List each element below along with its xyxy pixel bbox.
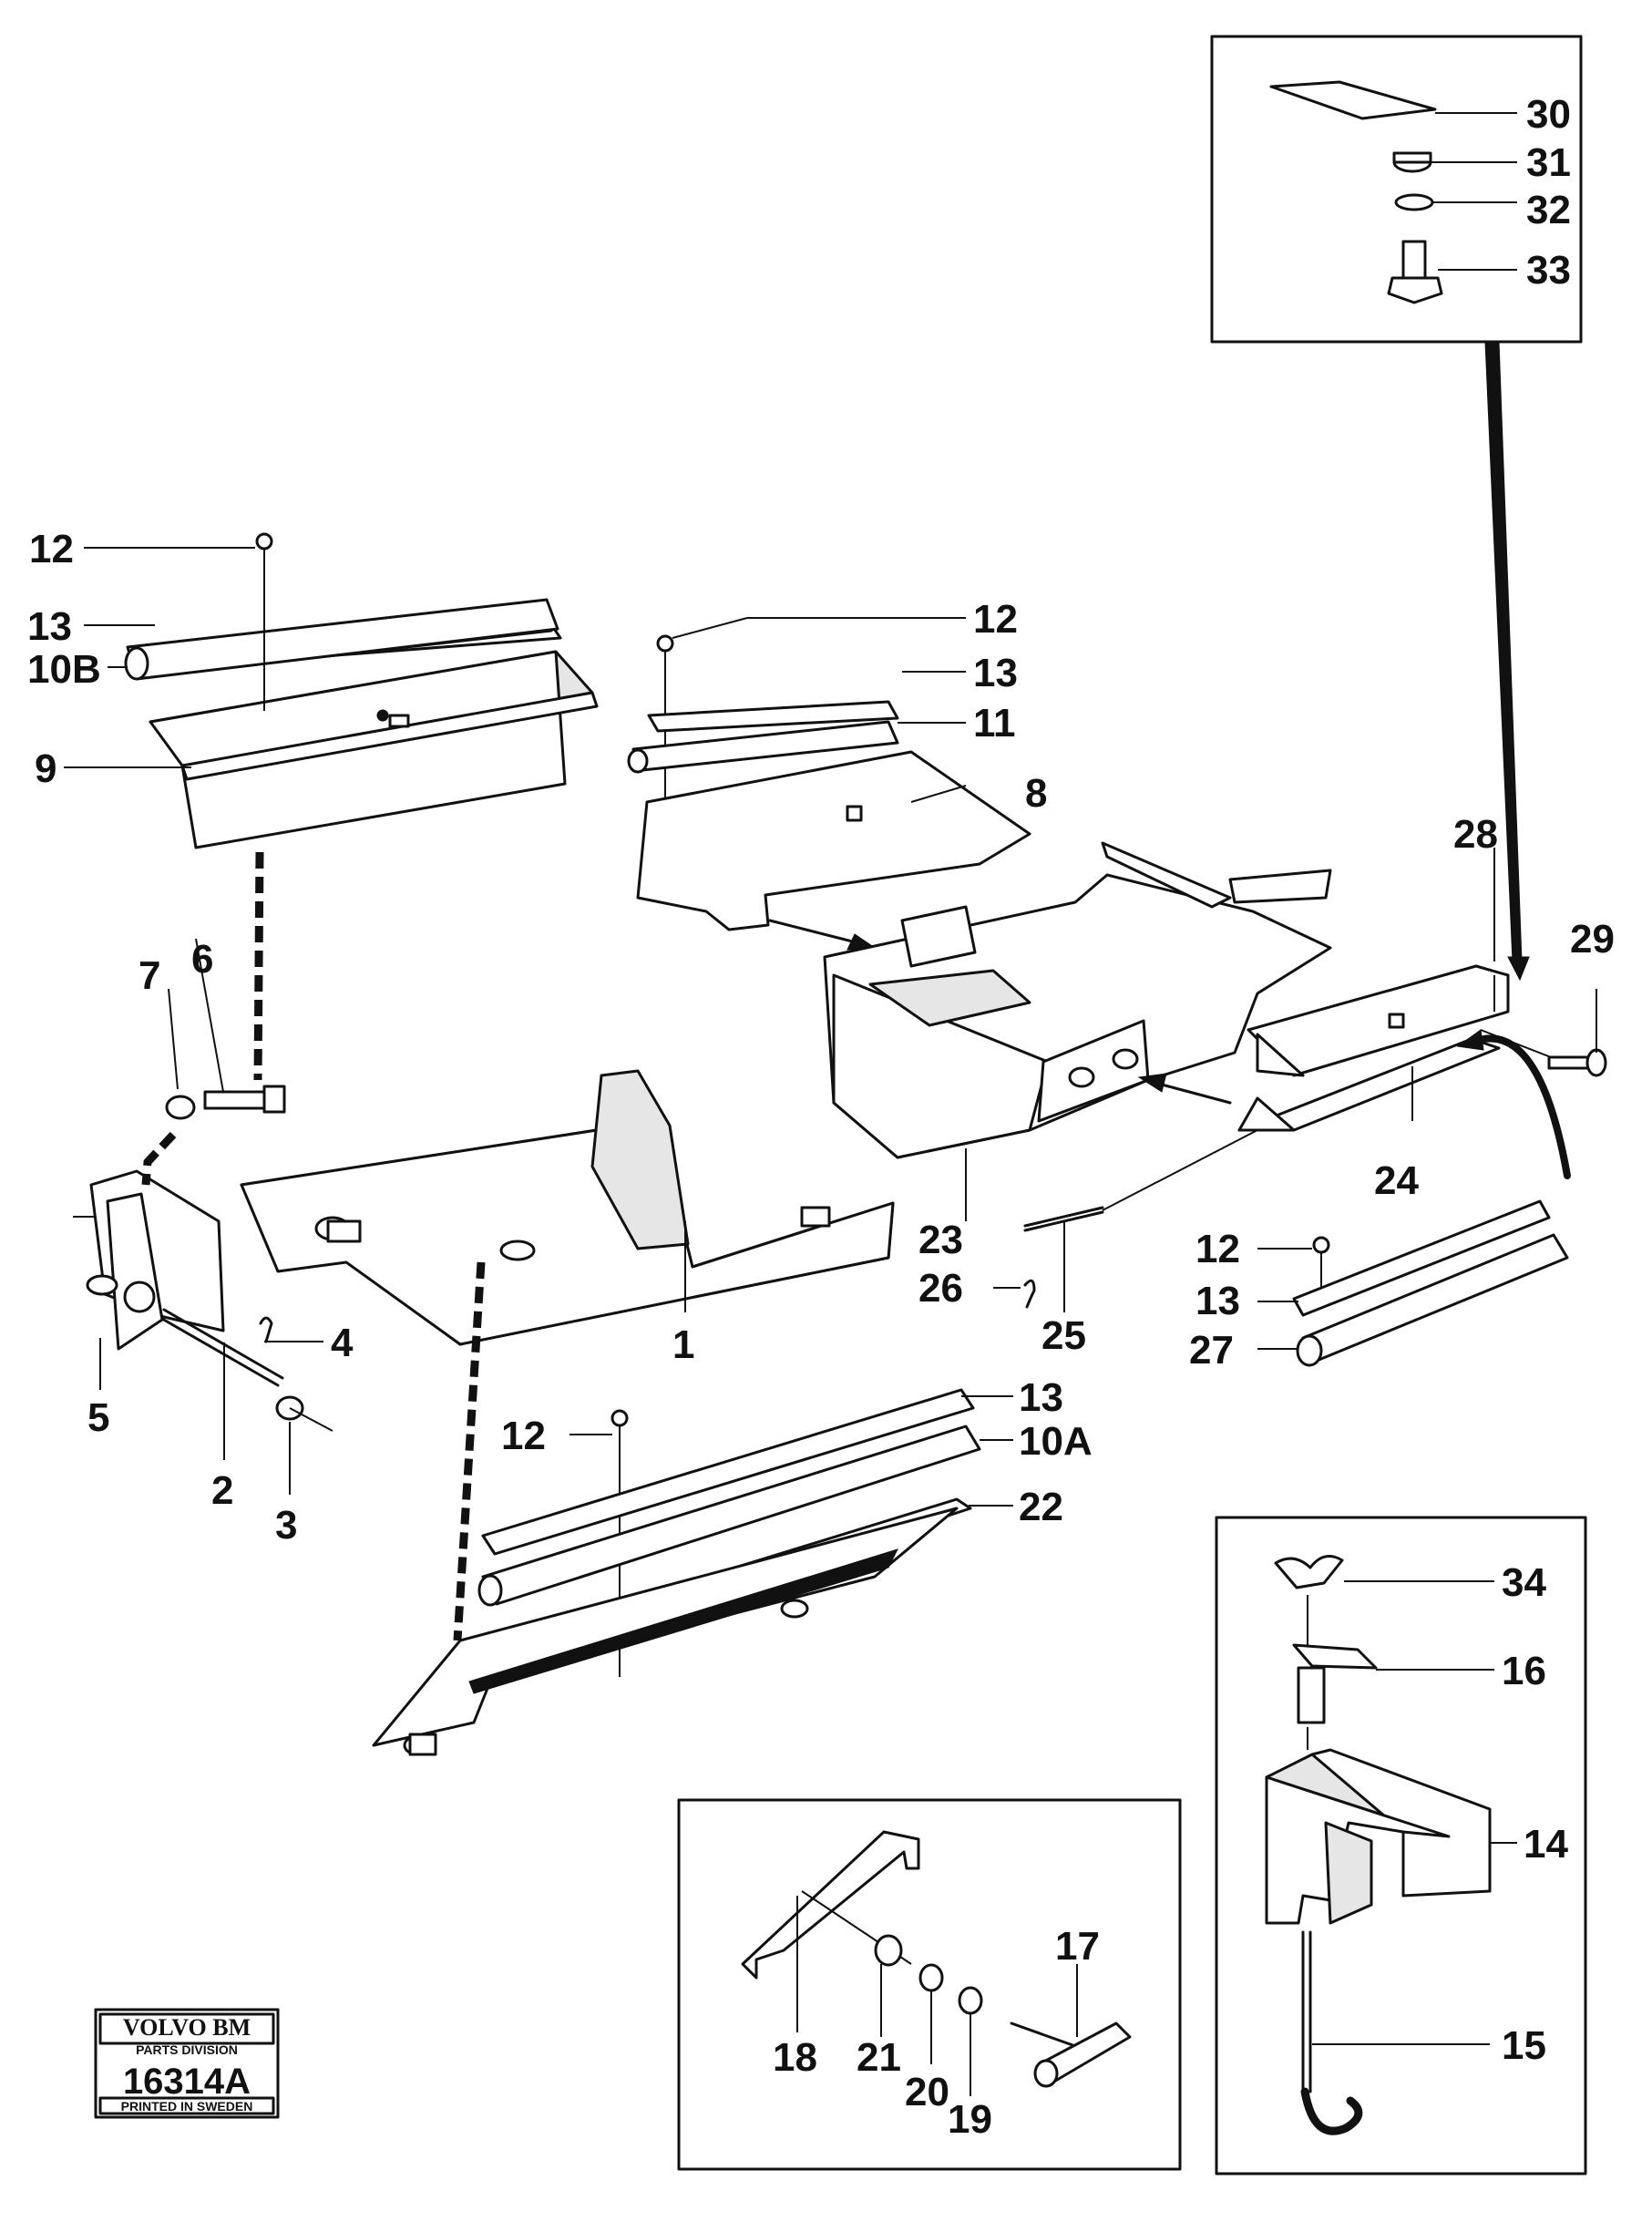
callout-15: 15	[1502, 2023, 1546, 2068]
part-13-strip-mid	[647, 700, 899, 733]
inset-pin-assembly	[677, 1798, 1182, 2171]
part-8-panel	[636, 750, 1031, 931]
logo-frame	[94, 2008, 280, 2119]
callout-1: 1	[672, 1322, 694, 1367]
inset-frame-bottom	[677, 1798, 1182, 2171]
panel-9-assembly	[64, 532, 599, 849]
hinge-assembly	[73, 851, 486, 1641]
part-20-washer	[918, 1963, 944, 1992]
part-16-clamp	[1292, 1643, 1378, 1670]
callout-28: 28	[1453, 812, 1498, 857]
callout-13: 13	[27, 604, 72, 649]
callout-31: 31	[1526, 140, 1571, 185]
pin-25-26	[993, 1129, 1258, 1312]
callout-labels: 12 13 10B 9 12 13 11 8 28 29 24 30 31 32…	[27, 92, 1615, 2142]
callout-19: 19	[948, 2097, 992, 2142]
part-13-strip-bottom	[481, 1388, 975, 1556]
callout-20: 20	[905, 2070, 949, 2114]
callout-13: 13	[1019, 1375, 1063, 1420]
callout-7: 7	[139, 953, 160, 998]
part-1-housing	[240, 1069, 895, 1346]
callout-9: 9	[35, 746, 56, 791]
part-18-lever	[741, 1830, 920, 1980]
callout-12: 12	[29, 527, 74, 571]
callout-23: 23	[918, 1218, 963, 1262]
callout-4: 4	[331, 1321, 354, 1365]
part-28-24	[1237, 848, 1607, 1179]
callout-27: 27	[1189, 1328, 1234, 1373]
callout-12: 12	[973, 597, 1018, 642]
inset-frame-right	[1215, 1516, 1587, 2175]
part-25-pin	[1023, 1206, 1104, 1228]
part-26-split-pin	[1023, 1279, 1036, 1309]
part-22-assembly	[372, 1388, 1013, 1756]
callout-16: 16	[1502, 1649, 1546, 1693]
callout-17: 17	[1055, 1924, 1100, 1969]
part-21-bushing	[874, 1934, 903, 1967]
callout-25: 25	[1041, 1313, 1086, 1358]
panel-8-assembly	[627, 617, 1031, 951]
inset-frame-top	[1210, 35, 1583, 344]
part-27-assembly	[1257, 1199, 1569, 1367]
callout-13: 13	[973, 651, 1018, 695]
inset-hook-assembly	[1215, 1516, 1587, 2175]
callout-2: 2	[211, 1468, 233, 1513]
part-19-washer	[958, 1986, 983, 2015]
callout-32: 32	[1526, 188, 1571, 232]
callout-34: 34	[1502, 1560, 1546, 1605]
logo-division: PARTS DIVISION	[136, 2042, 238, 2057]
callout-10a: 10A	[1019, 1419, 1093, 1464]
callout-8: 8	[1025, 771, 1047, 816]
callout-30: 30	[1526, 92, 1571, 137]
part-7-washer	[165, 1095, 196, 1120]
callout-22: 22	[1019, 1485, 1063, 1529]
part-33-bolt	[1401, 240, 1427, 280]
callout-29: 29	[1570, 917, 1615, 962]
part-23-frame	[823, 841, 1332, 1221]
part-30-plate	[1269, 80, 1437, 120]
callout-13: 13	[1195, 1279, 1240, 1323]
part-34-wing-nut	[1274, 1555, 1344, 1589]
callout-10b: 10B	[27, 647, 101, 692]
volvo-bm-logo: VOLVO BM PARTS DIVISION 16314A PRINTED I…	[94, 2008, 280, 2119]
part-13-strip-right	[1292, 1199, 1551, 1317]
callout-5: 5	[87, 1395, 109, 1440]
callout-6: 6	[191, 937, 213, 982]
logo-brand: VOLVO BM	[123, 2014, 251, 2041]
logo-number: 16314A	[123, 2062, 251, 2102]
callout-18: 18	[773, 2035, 817, 2080]
callout-33: 33	[1526, 248, 1571, 293]
callout-21: 21	[857, 2035, 901, 2080]
callout-12: 12	[1195, 1227, 1240, 1271]
callout-24: 24	[1374, 1158, 1419, 1203]
callout-11: 11	[973, 701, 1016, 746]
part-4-split-pin	[259, 1316, 273, 1343]
logo-printed: PRINTED IN SWEDEN	[121, 2099, 253, 2114]
part-32-washer	[1394, 193, 1434, 211]
callout-3: 3	[275, 1503, 297, 1548]
part-17-t-pin	[1010, 2021, 1077, 2048]
callout-14: 14	[1524, 1822, 1568, 1867]
callout-12: 12	[501, 1414, 546, 1458]
callout-26: 26	[918, 1266, 963, 1311]
inset-mount-bolt	[1210, 35, 1583, 982]
